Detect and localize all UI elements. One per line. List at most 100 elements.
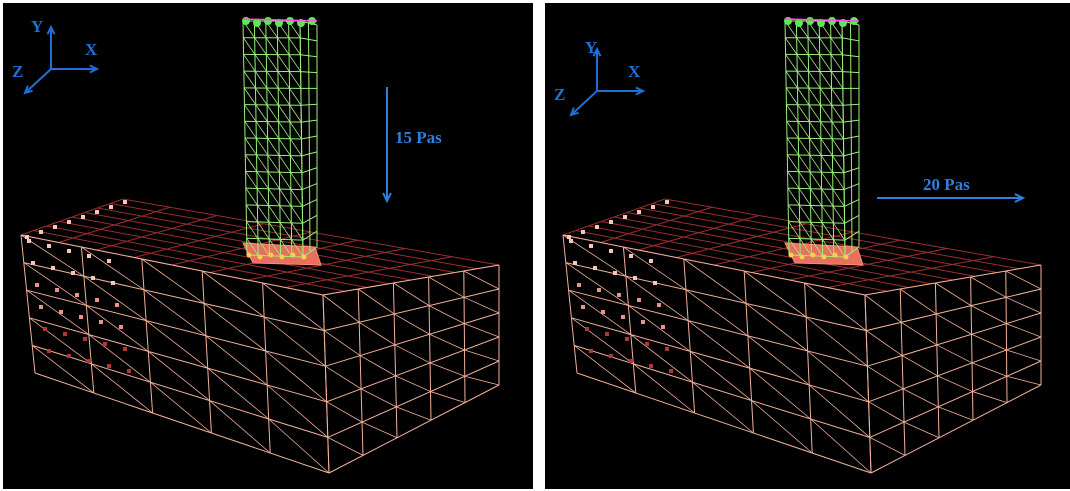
mesh-diagonal — [325, 365, 362, 390]
mesh-line — [327, 360, 500, 438]
mesh-diagonal — [900, 321, 938, 346]
mesh-diagonal — [395, 375, 431, 392]
mesh-line — [843, 103, 860, 106]
base-node — [832, 252, 838, 258]
mesh-diagonal — [207, 367, 269, 420]
pile-footprint — [784, 242, 864, 266]
mesh-diagonal — [901, 355, 938, 377]
soil-node — [103, 342, 107, 346]
mesh-diagonal — [902, 388, 939, 408]
mesh-diagonal — [830, 54, 843, 72]
mesh-diagonal — [831, 121, 844, 140]
base-node — [788, 252, 794, 258]
axis-x-arrow — [597, 86, 646, 96]
base-node — [799, 254, 805, 260]
mesh-diagonal — [360, 388, 397, 408]
mesh-diagonal — [869, 437, 906, 456]
mesh-diagonal — [692, 381, 754, 434]
mesh-diagonal — [245, 204, 258, 223]
mesh-diagonal — [262, 282, 325, 331]
mesh-line — [34, 372, 330, 474]
mesh-line — [864, 264, 1042, 296]
mesh-line — [463, 270, 466, 403]
mesh-line — [842, 37, 860, 42]
soil-front-face — [562, 234, 872, 474]
mesh-line — [842, 71, 860, 74]
mesh-diagonal — [31, 345, 95, 394]
mesh-line — [588, 225, 910, 288]
mesh-line — [428, 276, 432, 421]
mesh-diagonal — [290, 172, 303, 190]
mesh-diagonal — [145, 320, 208, 369]
mesh-diagonal — [810, 222, 823, 240]
soil-node — [609, 249, 613, 253]
mesh-diagonal — [279, 188, 292, 207]
mesh-line — [786, 137, 844, 140]
mesh-diagonal — [278, 138, 291, 156]
pile-side-face — [299, 20, 318, 258]
mesh-line — [300, 37, 318, 42]
mesh-diagonal — [868, 401, 905, 423]
mesh-diagonal — [797, 121, 810, 139]
mesh-diagonal — [832, 155, 845, 173]
mesh-diagonal — [805, 316, 868, 367]
mesh-diagonal — [81, 246, 145, 291]
mesh-diagonal — [289, 104, 302, 123]
scene — [20, 17, 500, 474]
mesh-line — [324, 288, 500, 332]
soil-node — [107, 364, 111, 368]
mesh-diagonal — [326, 401, 363, 423]
mesh-diagonal — [799, 238, 812, 257]
base-node — [257, 254, 263, 260]
mesh-line — [787, 170, 844, 174]
mesh-diagonal — [787, 171, 800, 189]
mesh-diagonal — [971, 333, 1007, 351]
mesh-diagonal — [832, 172, 845, 190]
mesh-diagonal — [205, 335, 268, 386]
mesh-diagonal — [244, 154, 258, 172]
soil-node — [31, 261, 35, 265]
mesh-line — [867, 312, 1042, 367]
mesh-line — [110, 203, 478, 270]
pile-base — [788, 252, 849, 260]
mesh-diagonal — [257, 238, 270, 257]
mesh-line — [571, 317, 869, 403]
mesh-diagonal — [799, 204, 812, 223]
mesh-diagonal — [833, 222, 846, 241]
soil-node — [577, 283, 581, 287]
mesh-diagonal — [279, 222, 292, 240]
mesh-diagonal — [798, 188, 811, 206]
base-node — [279, 254, 285, 260]
pile-cap — [242, 17, 318, 27]
soil-node — [581, 305, 585, 309]
mesh-diagonal — [290, 155, 303, 173]
mesh-diagonal — [745, 303, 808, 352]
mesh-line — [843, 167, 860, 174]
soil-node — [601, 310, 605, 314]
mesh-line — [20, 234, 324, 296]
mesh-line — [562, 234, 866, 296]
mesh-diagonal — [807, 54, 821, 72]
base-node — [301, 254, 307, 260]
mesh-diagonal — [267, 171, 280, 190]
mesh-line — [301, 135, 318, 140]
mesh-diagonal — [786, 121, 799, 139]
mesh-diagonal — [266, 104, 279, 123]
mesh-diagonal — [266, 71, 279, 89]
mesh-diagonal — [937, 375, 973, 392]
mesh-diagonal — [277, 37, 290, 55]
mesh-line — [787, 154, 844, 157]
mesh-diagonal — [787, 204, 800, 223]
mesh-line — [652, 203, 1020, 270]
mesh-diagonal — [687, 320, 750, 369]
mesh-diagonal — [1006, 375, 1042, 386]
mesh-diagonal — [86, 305, 149, 352]
mesh-diagonal — [573, 345, 637, 394]
mesh-diagonal — [751, 400, 813, 454]
mesh-diagonal — [788, 238, 801, 256]
soil-node — [25, 235, 29, 239]
mesh-diagonal — [244, 137, 257, 156]
mesh-diagonal — [278, 121, 291, 140]
mesh-line — [29, 317, 327, 403]
